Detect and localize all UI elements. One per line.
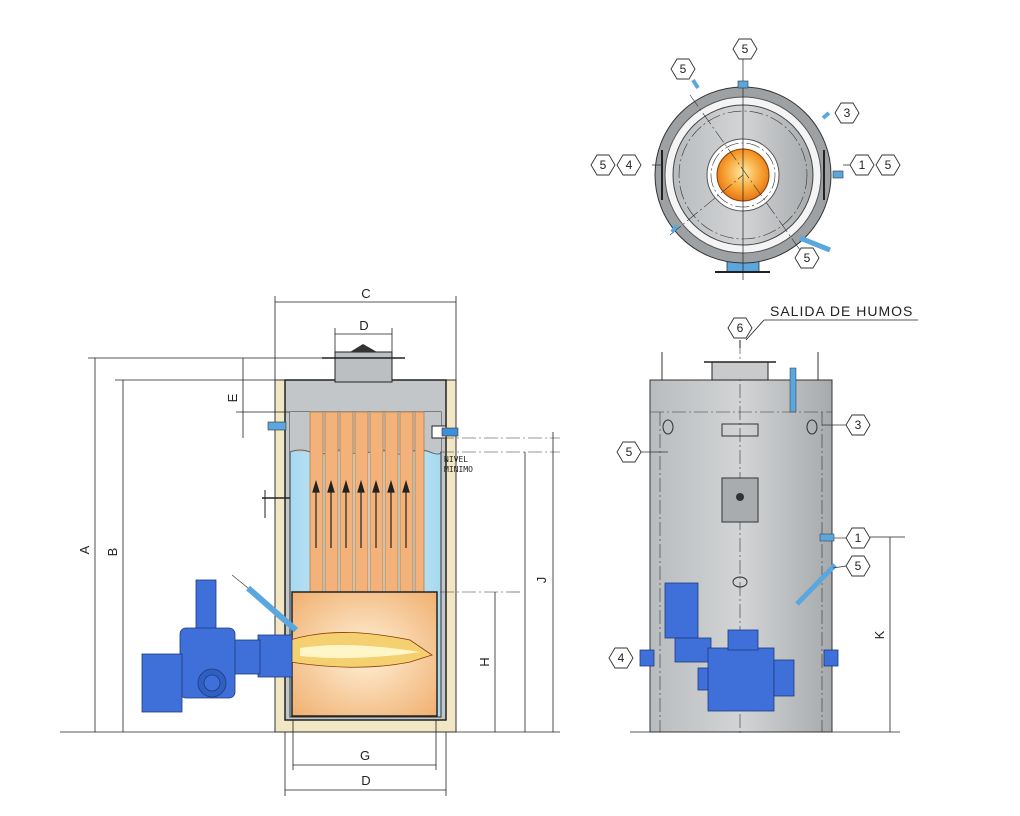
minimo-label: MINIMO (444, 465, 473, 474)
chimney (334, 351, 393, 383)
svg-text:5: 5 (742, 42, 749, 56)
svg-text:1: 1 (859, 158, 866, 172)
dimension-lines (88, 296, 554, 796)
callout-1: 1 (849, 154, 875, 176)
fire-tubes (309, 411, 425, 593)
callout-5: 5 (616, 441, 642, 463)
burner (141, 579, 293, 713)
callout-3: 3 (845, 414, 871, 436)
dim-G: G (360, 748, 370, 763)
flue-outlet-label: SALIDA DE HUMOS (770, 303, 913, 319)
svg-text:3: 3 (844, 106, 851, 120)
svg-text:5: 5 (600, 158, 607, 172)
callout-5: 5 (845, 555, 871, 577)
section-view: NIVEL MINIMO A B C (60, 286, 560, 796)
svg-text:1: 1 (855, 531, 862, 545)
callout-6: 6 (727, 317, 753, 339)
svg-text:5: 5 (885, 158, 892, 172)
dim-D-bottom: D (361, 773, 370, 788)
flue-outlet (711, 361, 769, 381)
callout-5: 5 (670, 58, 696, 80)
callout-1: 1 (845, 527, 871, 549)
callout-5: 5 (732, 38, 758, 60)
svg-text:5: 5 (855, 559, 862, 573)
dim-D-top: D (359, 318, 368, 333)
dim-C: C (361, 286, 370, 301)
dim-J: J (534, 577, 549, 584)
dim-A: A (77, 545, 92, 554)
dim-H: H (477, 657, 492, 666)
svg-text:4: 4 (618, 651, 625, 665)
dim-K: K (872, 630, 887, 639)
nivel-label: NIVEL (444, 455, 468, 464)
svg-text:5: 5 (804, 251, 811, 265)
top-view: 5 5 3 5 4 1 5 5 (590, 38, 901, 280)
dim-E: E (225, 393, 240, 402)
callout-3: 3 (834, 102, 860, 124)
svg-text:4: 4 (626, 158, 633, 172)
callout-5: 5 (590, 154, 616, 176)
front-burner (639, 582, 839, 712)
callout-4: 4 (616, 154, 642, 176)
svg-text:6: 6 (737, 321, 744, 335)
callout-5: 5 (875, 154, 901, 176)
dim-B: B (105, 548, 120, 557)
callout-4: 4 (608, 647, 634, 669)
svg-text:5: 5 (626, 445, 633, 459)
callout-5: 5 (794, 247, 820, 269)
front-view: SALIDA DE HUMOS K 6 3 5 1 5 4 (608, 303, 918, 735)
svg-text:5: 5 (680, 62, 687, 76)
svg-text:3: 3 (855, 418, 862, 432)
